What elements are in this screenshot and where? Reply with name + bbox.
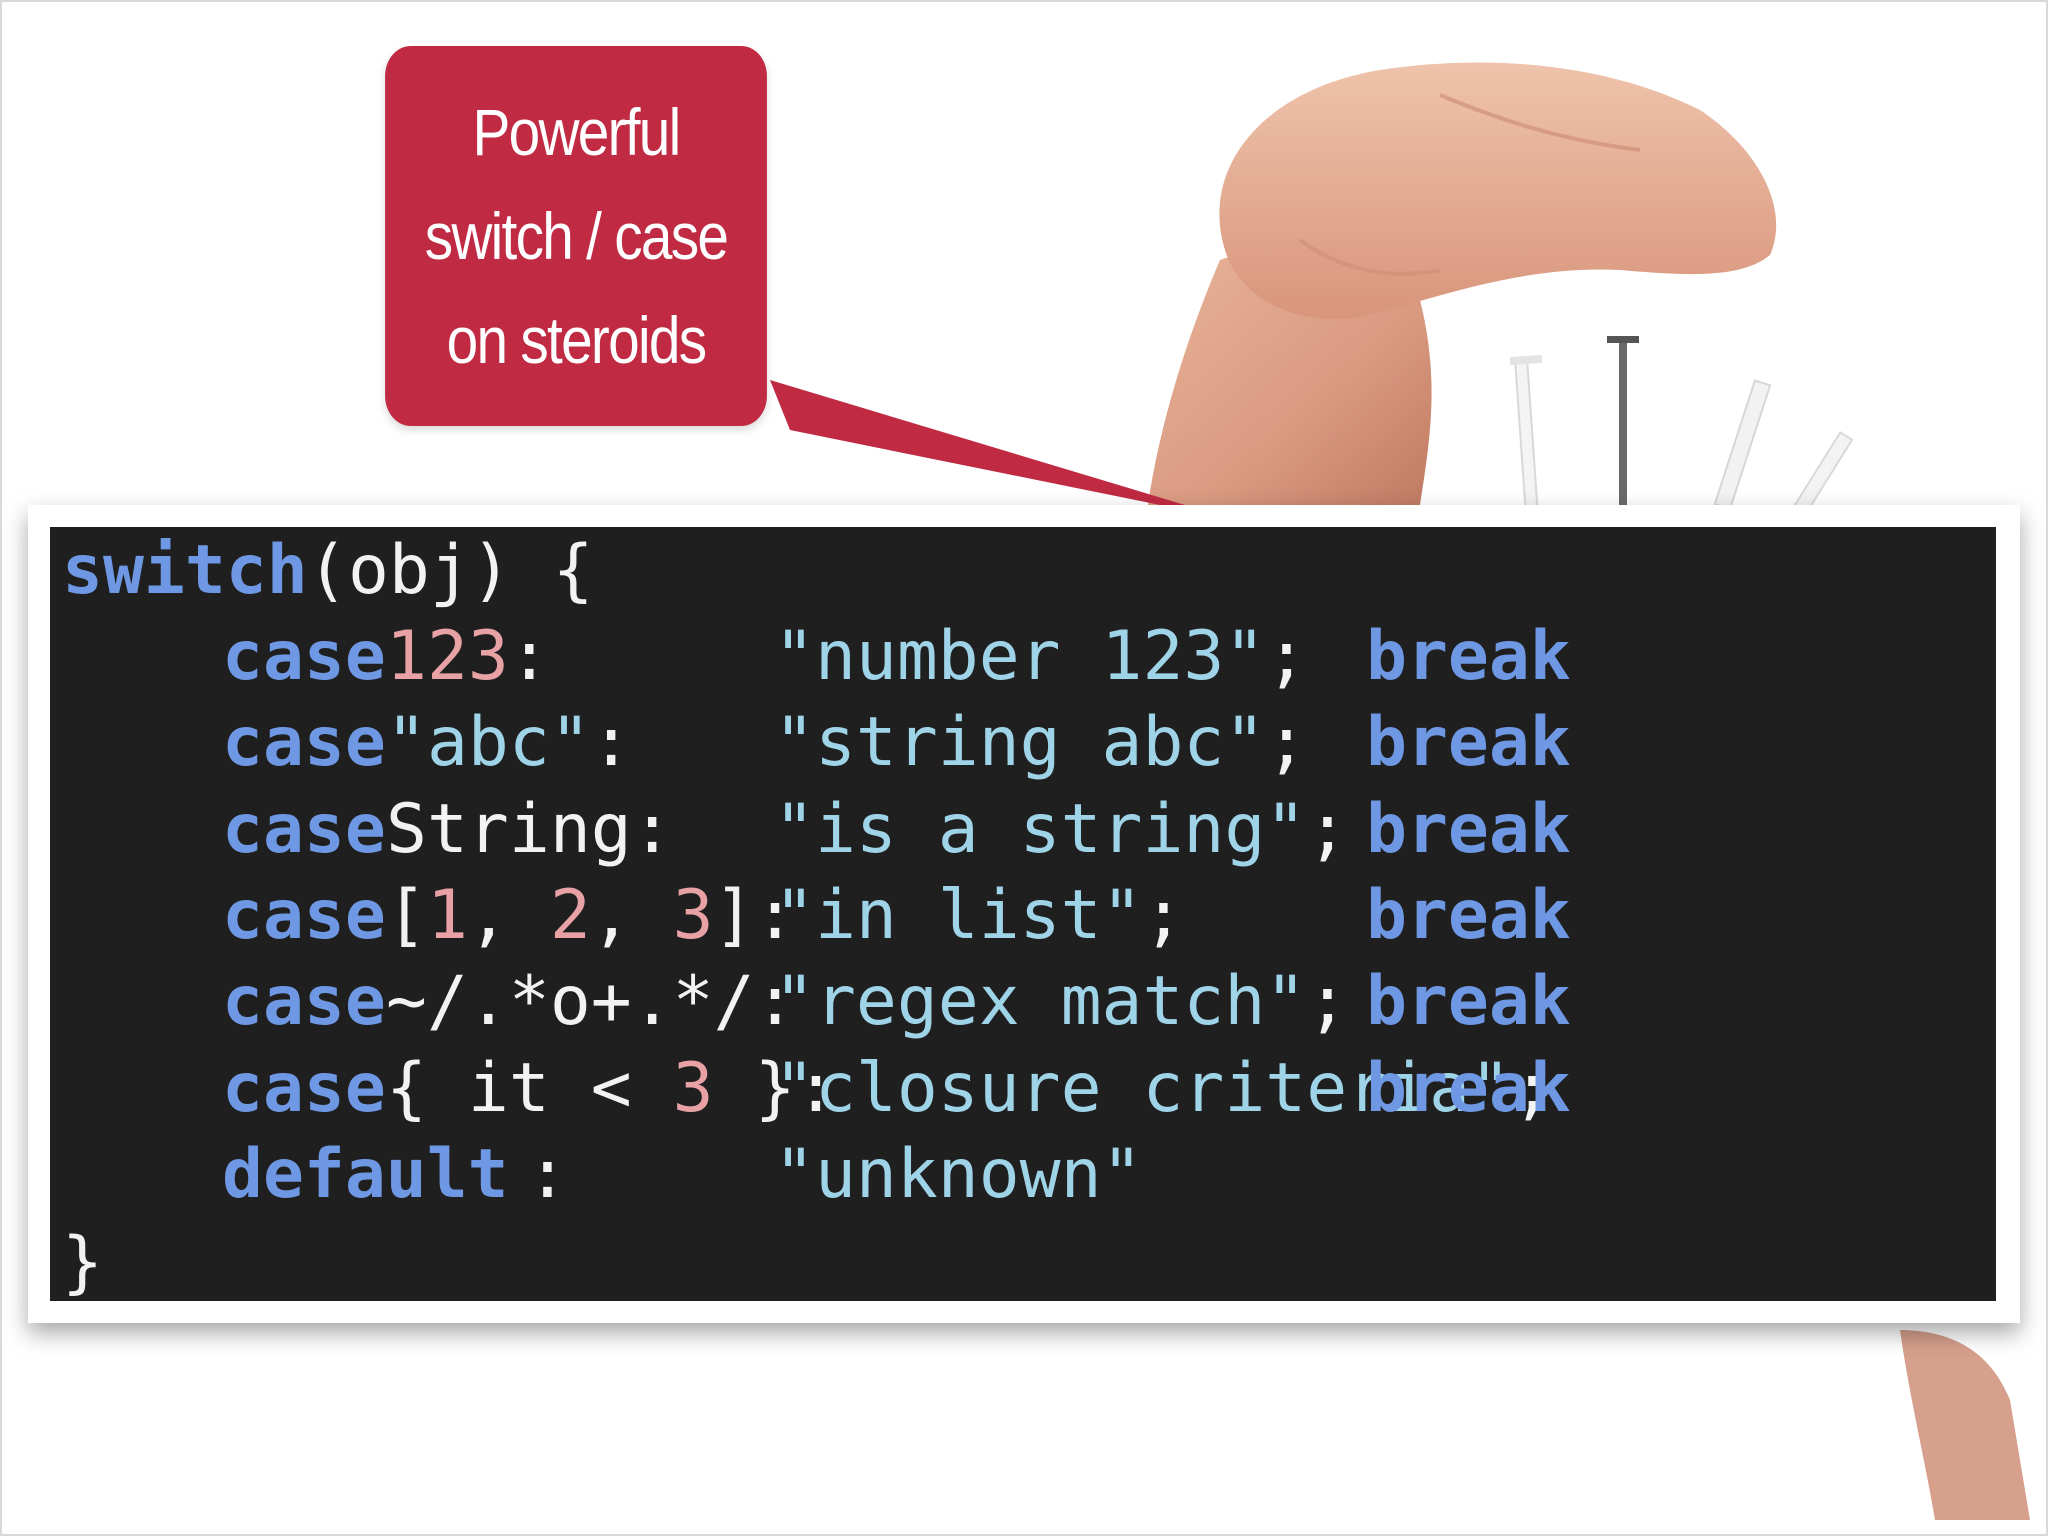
- break-keyword: break: [1366, 962, 1571, 1041]
- case-match-expression: String:: [386, 790, 673, 869]
- statement-semicolon: ;: [1143, 876, 1184, 955]
- case-result-string: "string abc": [774, 703, 1266, 782]
- case-result-string: "is a string": [774, 790, 1307, 869]
- switch-keyword: switch: [62, 531, 308, 610]
- case-result-string: "number 123": [774, 617, 1266, 696]
- default-keyword: default: [222, 1135, 509, 1214]
- callout-line-3: on steroids: [446, 303, 707, 377]
- callout-line-1: Powerful: [472, 95, 681, 169]
- case-match-expression: 123:: [386, 617, 550, 696]
- callout-line-2: switch / case: [424, 199, 729, 273]
- statement-semicolon: ;: [1266, 617, 1307, 696]
- break-keyword: break: [1366, 1049, 1571, 1128]
- case-match-expression: [1, 2, 3]:: [386, 876, 796, 955]
- case-keyword: case: [222, 790, 386, 869]
- case-match-expression: "abc":: [386, 703, 632, 782]
- code-line-closing-brace: }: [50, 1220, 378, 1301]
- break-keyword: break: [1366, 703, 1571, 782]
- case-result-string: "in list": [774, 876, 1143, 955]
- case-keyword: case: [222, 962, 386, 1041]
- slide-border-left: [0, 0, 2, 1536]
- case-keyword: case: [222, 1049, 386, 1128]
- case-keyword: case: [222, 703, 386, 782]
- case-result-string: "unknown": [774, 1135, 1143, 1214]
- case-keyword: case: [222, 617, 386, 696]
- lower-arm-bottom-shape: [1900, 1330, 2030, 1520]
- case-result-string: "regex match": [774, 962, 1307, 1041]
- case-match-expression: { it < 3 }:: [386, 1049, 837, 1128]
- statement-semicolon: ;: [1266, 703, 1307, 782]
- switch-expression: (obj) {: [307, 531, 594, 610]
- break-keyword: break: [1366, 617, 1571, 696]
- slide-border-bottom: [0, 1534, 2048, 1536]
- case-match-expression: :: [527, 1135, 568, 1214]
- callout-bubble: Powerful switch / case on steroids: [385, 46, 767, 426]
- statement-semicolon: ;: [1307, 790, 1348, 869]
- break-keyword: break: [1366, 790, 1571, 869]
- slide-border-top: [0, 0, 2048, 2]
- code-line-switch: switch (obj) {: [50, 528, 594, 614]
- case-keyword: case: [222, 876, 386, 955]
- break-keyword: break: [1366, 876, 1571, 955]
- case-result-string: "closure criteria": [774, 1049, 1511, 1128]
- statement-semicolon: ;: [1307, 962, 1348, 1041]
- closing-brace: }: [62, 1223, 103, 1301]
- fist-shape: [1219, 62, 1777, 319]
- statement-semicolon: ;: [1512, 1049, 1553, 1128]
- slide-border-right: [2046, 0, 2048, 1536]
- case-match-expression: ~/.*o+.*/:: [386, 962, 796, 1041]
